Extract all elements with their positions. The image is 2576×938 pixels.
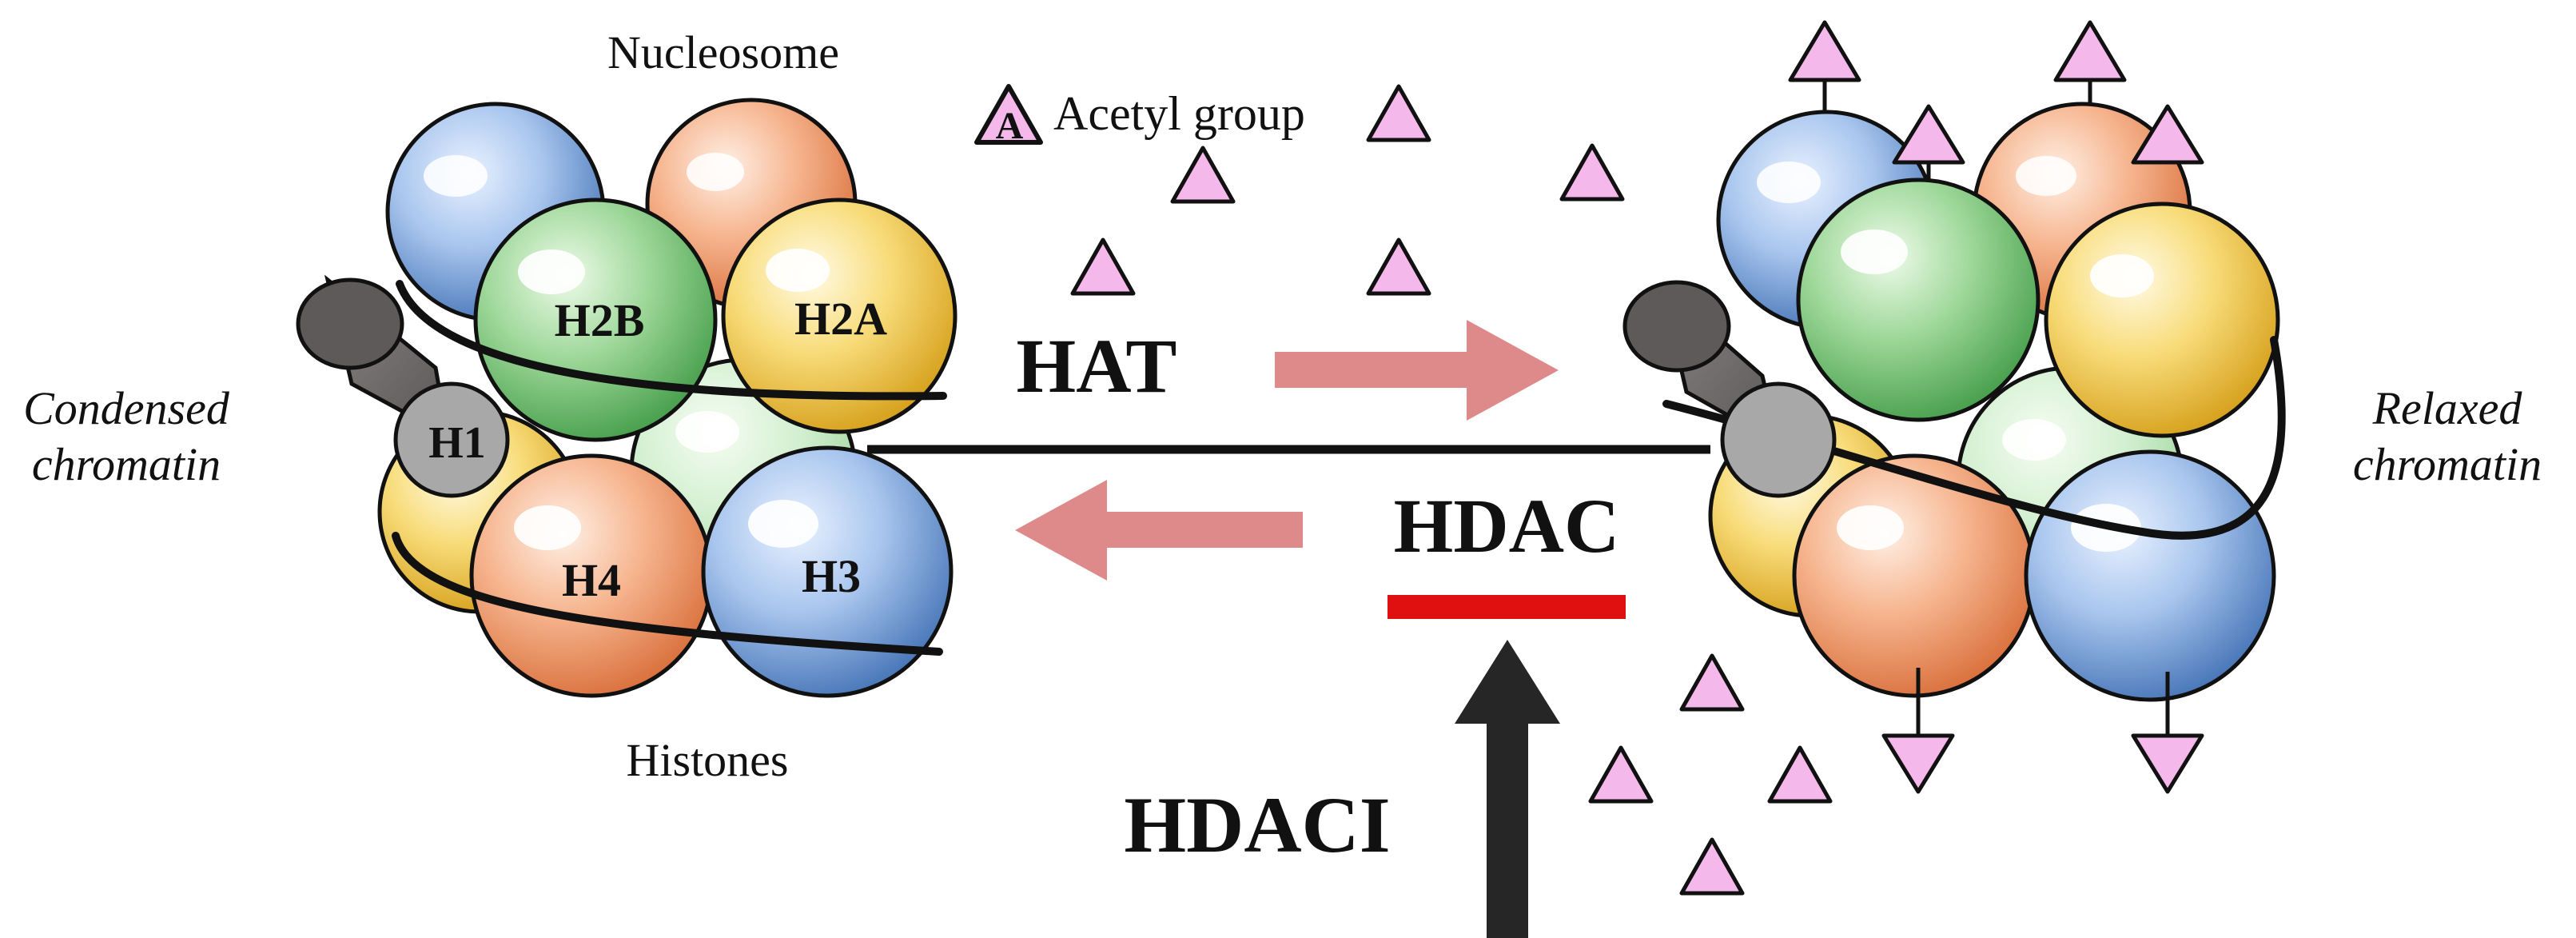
histone-h2b: H2B xyxy=(473,198,718,442)
acetyl-group-label: Acetyl group xyxy=(1053,87,1305,140)
histone-h2a: H2A xyxy=(721,198,958,434)
histone-h1-relaxed xyxy=(1622,280,1837,498)
acetyl-groups xyxy=(1070,20,2204,896)
histone-h4: H4 xyxy=(469,453,714,698)
acetyl-group-icon xyxy=(1366,84,1431,142)
histone-sphere-blue-relaxed xyxy=(2024,449,2276,702)
acetyl-group-icon xyxy=(1679,837,1745,896)
histone-h2a-label: H2A xyxy=(794,293,887,345)
histone-sphere-green-relaxed xyxy=(1796,178,2040,422)
acetyl-group-icon xyxy=(2131,104,2204,165)
hdac-inhibition-bar xyxy=(1388,595,1626,619)
histone-h2b-label: H2B xyxy=(555,294,645,346)
histone-h3: H3 xyxy=(701,445,954,698)
hdaci-label: HDACI xyxy=(1124,780,1390,869)
histone-h1-label: H1 xyxy=(428,418,486,468)
acetyl-legend: A Acetyl group xyxy=(974,84,1305,147)
dna-strand-wrap-lower xyxy=(392,532,943,656)
hdac-label: HDAC xyxy=(1394,483,1620,569)
histone-sphere-orange-relaxed xyxy=(1792,453,2037,698)
acetyl-group-icon xyxy=(1767,745,1833,804)
acetyl-legend-symbol: A xyxy=(996,105,1024,147)
histone-sphere-yellow-relaxed xyxy=(2044,202,2280,438)
acetyl-group-icon xyxy=(2053,20,2127,82)
condensed-nucleosome: H2B H2A H4 H3 H1 xyxy=(296,98,958,698)
acetyl-group-icon xyxy=(1679,653,1745,712)
nucleosome-label: Nucleosome xyxy=(607,26,839,78)
hdac-arrow xyxy=(1015,480,1303,581)
acetyl-legend-icon xyxy=(974,84,1043,145)
acetyl-group-icon xyxy=(1559,143,1625,202)
histones-label: Histones xyxy=(627,734,789,786)
acetyl-group-icon xyxy=(1892,104,1965,165)
condensed-chromatin-label-line2: chromatin xyxy=(32,438,221,490)
dna-strand-wrap-upper xyxy=(396,280,947,401)
acetyl-group-icon xyxy=(1170,146,1236,204)
acetyl-group-icon xyxy=(1366,237,1431,296)
acetyl-group-icon xyxy=(2131,733,2204,794)
hdaci-arrow xyxy=(1455,640,1560,938)
acetyl-stems-bottom xyxy=(1916,668,2170,736)
histone-h3-label: H3 xyxy=(802,550,861,602)
histone-h4-label: H4 xyxy=(562,554,621,606)
relaxed-chromatin-label-line1: Relaxed xyxy=(2372,382,2523,434)
acetyl-group-icon xyxy=(1881,733,1955,794)
relaxed-chromatin-label-line2: chromatin xyxy=(2353,438,2542,490)
hat-label: HAT xyxy=(1017,323,1177,409)
condensed-chromatin-label-line1: Condensed xyxy=(23,382,230,434)
hat-arrow xyxy=(1275,320,1559,421)
acetyl-group-icon xyxy=(1788,20,1861,82)
relaxed-nucleosome xyxy=(1622,80,2286,736)
acetyl-group-icon xyxy=(1588,745,1654,804)
acetyl-group-icon xyxy=(1070,237,1136,296)
histone-h1: H1 xyxy=(296,274,510,498)
